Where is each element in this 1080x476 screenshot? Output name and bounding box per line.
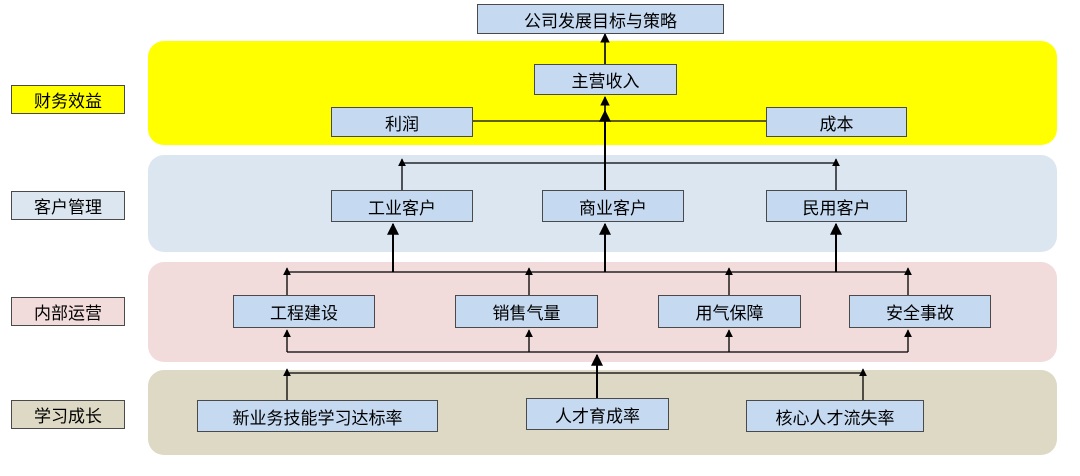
perspective-label-learning: 学习成长: [11, 400, 125, 429]
cost-box: 成本: [766, 107, 907, 137]
customer-box-residential: 民用客户: [766, 190, 907, 222]
goal-box: 公司发展目标与策略: [477, 4, 724, 34]
operation-box-sales-volume: 销售气量: [455, 295, 598, 328]
operation-box-construction: 工程建设: [233, 295, 375, 328]
learning-box-skill-rate: 新业务技能学习达标率: [197, 400, 438, 432]
operation-box-safety-incidents: 安全事故: [849, 295, 991, 328]
learning-box-talent-rate: 人才育成率: [526, 398, 669, 430]
learning-box-attrition-rate: 核心人才流失率: [746, 400, 924, 432]
customer-box-industrial: 工业客户: [331, 190, 473, 222]
main-revenue-box: 主营收入: [534, 64, 677, 95]
operation-box-supply-guarantee: 用气保障: [658, 295, 801, 328]
perspective-label-customer: 客户管理: [11, 191, 125, 220]
perspective-label-internal: 内部运营: [11, 297, 125, 326]
perspective-label-finance: 财务效益: [11, 85, 125, 114]
customer-box-commercial: 商业客户: [542, 190, 684, 222]
profit-box: 利润: [331, 107, 473, 137]
